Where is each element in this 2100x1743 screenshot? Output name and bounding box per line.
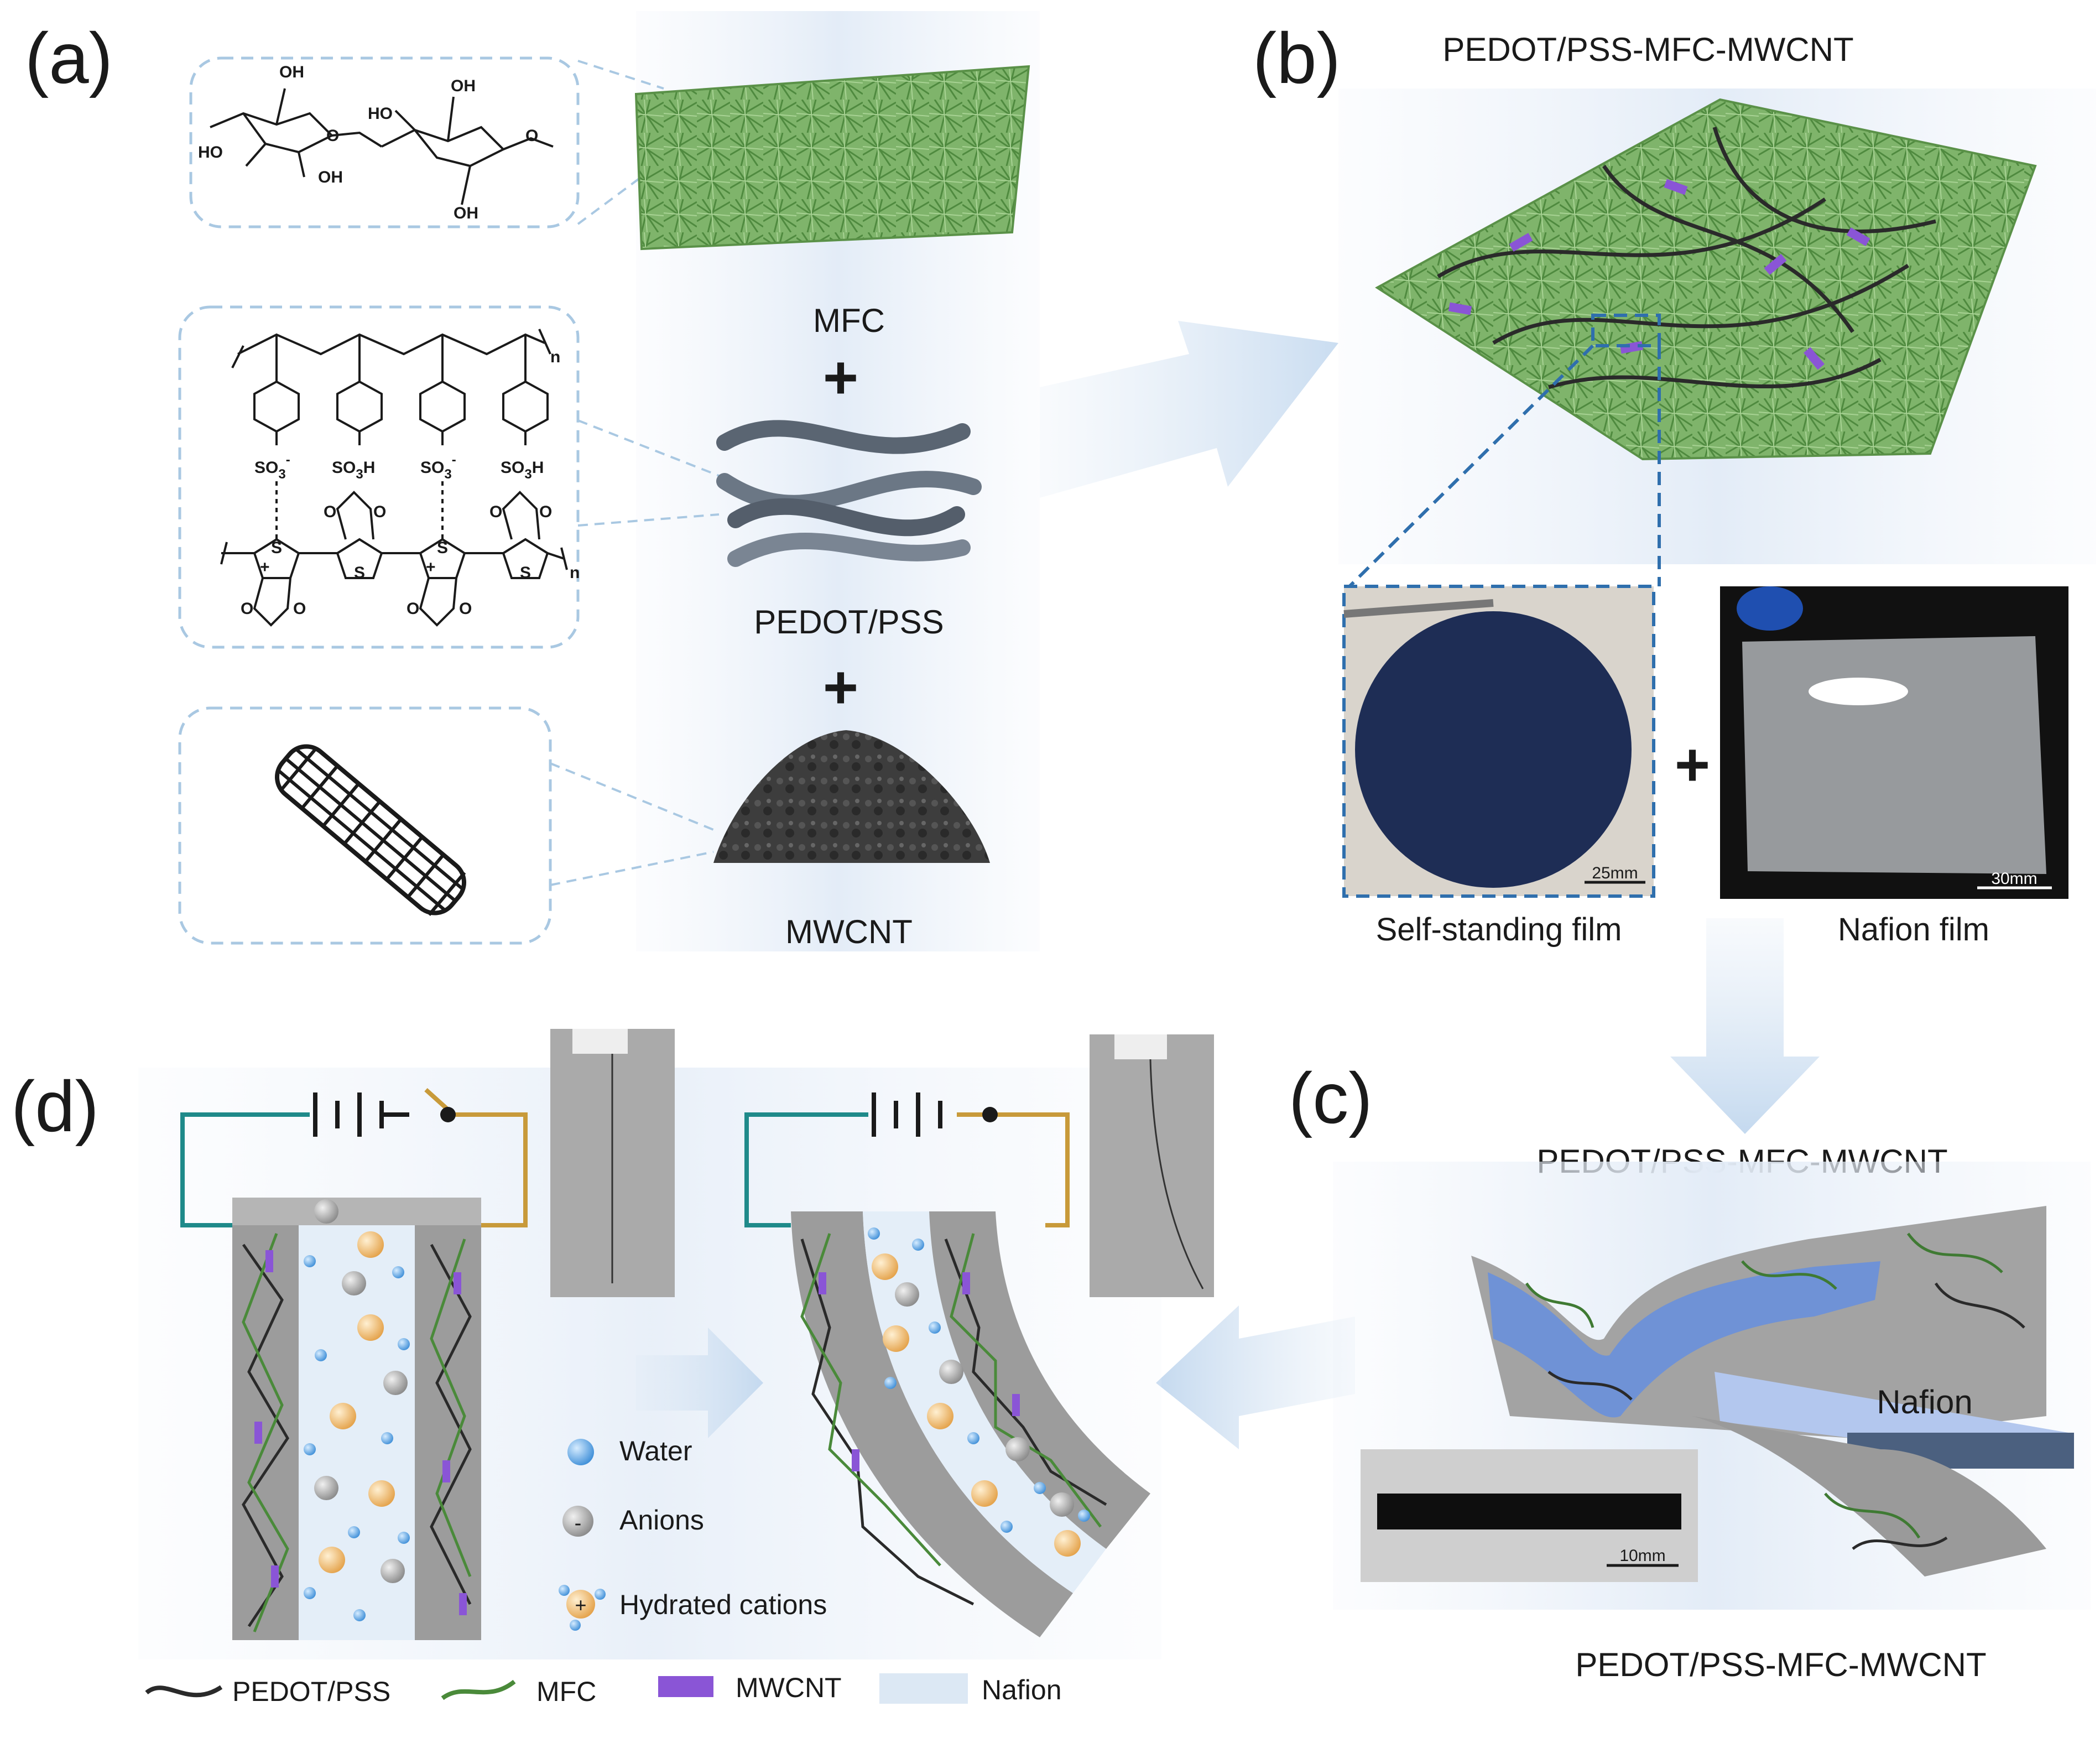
svg-text:SO3-: SO3-: [420, 452, 456, 482]
cellulose-atom-labels: OH HO OH HO OH OH O O: [198, 63, 538, 222]
legend-item-pedot-pss: PEDOT/PSS: [232, 1676, 390, 1707]
switch-icon: [440, 1107, 456, 1122]
mwcnt-legend-swatch: [658, 1676, 713, 1697]
scale-bar-10mm: 10mm: [1619, 1547, 1665, 1565]
arrow-c-to-d: [1156, 1305, 1355, 1449]
svg-text:HO: HO: [368, 105, 393, 123]
pss-chain-structure: [231, 329, 551, 539]
arrow-b-to-c: [1670, 918, 1820, 1134]
svg-text:O: O: [525, 127, 538, 145]
svg-text:OH: OH: [318, 168, 343, 186]
arrow-a-to-b: [1040, 321, 1338, 498]
svg-text:OH: OH: [454, 204, 478, 222]
composite-pedot-strands: [1437, 127, 1936, 389]
svg-text:S: S: [271, 539, 282, 557]
svg-text:+: +: [575, 1594, 586, 1616]
actuator-straight: [180, 1088, 528, 1640]
svg-text:S: S: [354, 564, 365, 582]
panel-label-d: (d): [11, 1066, 99, 1147]
svg-text:O: O: [241, 600, 253, 618]
panel-label-b: (b): [1253, 18, 1341, 98]
ion-legend: Water - Anions + Hydrated cations: [559, 1435, 827, 1631]
caption-self-standing-film: Self-standing film: [1376, 912, 1622, 948]
composite-mwcnt-marks: [1448, 179, 1870, 370]
svg-text:O: O: [539, 503, 552, 521]
material-label-mfc: MFC: [813, 302, 885, 339]
nafion-legend-swatch: [879, 1673, 968, 1704]
legend-water: Water: [619, 1435, 692, 1466]
legend-item-mwcnt: MWCNT: [736, 1672, 842, 1703]
pedot-pss-structure-box: [178, 305, 580, 649]
panel-label-c: (c): [1289, 1058, 1373, 1138]
water-icon: [567, 1439, 594, 1465]
arrow-actuation: [636, 1328, 763, 1438]
material-legend: PEDOT/PSS MFC MWCNT Nafion: [145, 1672, 1062, 1707]
pedot-atom-labels: S S S S + + O O O O O O O O n: [241, 503, 580, 618]
nafion-film-photo: 30mm: [1720, 586, 2068, 899]
svg-text:SO3H: SO3H: [332, 459, 375, 482]
svg-text:OH: OH: [279, 63, 304, 81]
plus-sign-1: +: [823, 344, 858, 412]
svg-text:n: n: [570, 564, 580, 582]
mwcnt-tube-illustration: [275, 744, 466, 916]
actuator-straight-photo: [550, 1029, 675, 1297]
pedot-pss-strands: [716, 420, 982, 567]
anion-icon: [562, 1506, 593, 1537]
actuator-layered-illustration: [1471, 1206, 2074, 1576]
cation-icon: [566, 1590, 595, 1619]
material-label-mwcnt: MWCNT: [785, 913, 913, 950]
cellulose-structure-box: [189, 56, 580, 228]
actuator-strip-photo: 10mm: [1361, 1449, 1698, 1582]
svg-text:O: O: [459, 600, 472, 618]
pedot-pss-legend-swatch: [145, 1685, 223, 1698]
svg-text:OH: OH: [451, 77, 476, 95]
svg-text:O: O: [326, 127, 339, 145]
actuator-bent: [744, 1092, 1150, 1637]
scale-bar-25mm: 25mm: [1592, 864, 1638, 882]
legend-hydrated-cations: Hydrated cations: [619, 1589, 827, 1620]
composite-title: PEDOT/PSS-MFC-MWCNT: [1442, 31, 1853, 68]
plus-sign-films: +: [1675, 731, 1710, 799]
svg-text:O: O: [293, 600, 306, 618]
zoom-lines: [1348, 314, 1661, 588]
actuator-bent-photo: [1090, 1034, 1214, 1297]
self-standing-film-photo: 25mm: [1342, 585, 1655, 898]
mfc-legend-swatch: [441, 1679, 516, 1700]
svg-text:+: +: [426, 558, 436, 576]
plus-sign-2: +: [823, 653, 858, 721]
mwcnt-structure-box: [178, 706, 552, 945]
svg-text:O: O: [489, 503, 502, 521]
svg-text:O: O: [407, 600, 419, 618]
panel-c-bottom-label: PEDOT/PSS-MFC-MWCNT: [1575, 1646, 1986, 1683]
svg-text:n: n: [550, 348, 560, 366]
svg-text:HO: HO: [198, 143, 223, 162]
legend-item-nafion: Nafion: [982, 1674, 1062, 1705]
pss-group-labels: SO3- SO3H SO3- SO3H n: [254, 348, 560, 482]
material-label-pedot-pss: PEDOT/PSS: [754, 603, 944, 641]
composite-fiber-sheet: [1375, 98, 2037, 461]
svg-text:O: O: [373, 503, 386, 521]
svg-text:S: S: [520, 564, 531, 582]
mwcnt-powder-pile: [713, 730, 990, 863]
mfc-fiber-sheet: [634, 65, 1030, 251]
nafion-layer-label: Nafion: [1877, 1383, 1972, 1421]
legend-anions: Anions: [619, 1505, 704, 1536]
svg-text:SO3H: SO3H: [501, 459, 544, 482]
svg-text:+: +: [260, 558, 270, 576]
caption-nafion-film: Nafion film: [1838, 912, 1989, 948]
scale-bar-30mm: 30mm: [1991, 870, 2037, 888]
svg-text:SO3-: SO3-: [254, 452, 290, 482]
cellulose-chemical-structure: [210, 88, 554, 205]
panel-label-a: (a): [25, 18, 113, 98]
svg-text:-: -: [575, 1512, 582, 1535]
svg-text:O: O: [324, 503, 336, 521]
legend-item-mfc: MFC: [536, 1676, 596, 1707]
svg-text:S: S: [437, 539, 448, 557]
pedot-chain-structure: [220, 491, 568, 627]
